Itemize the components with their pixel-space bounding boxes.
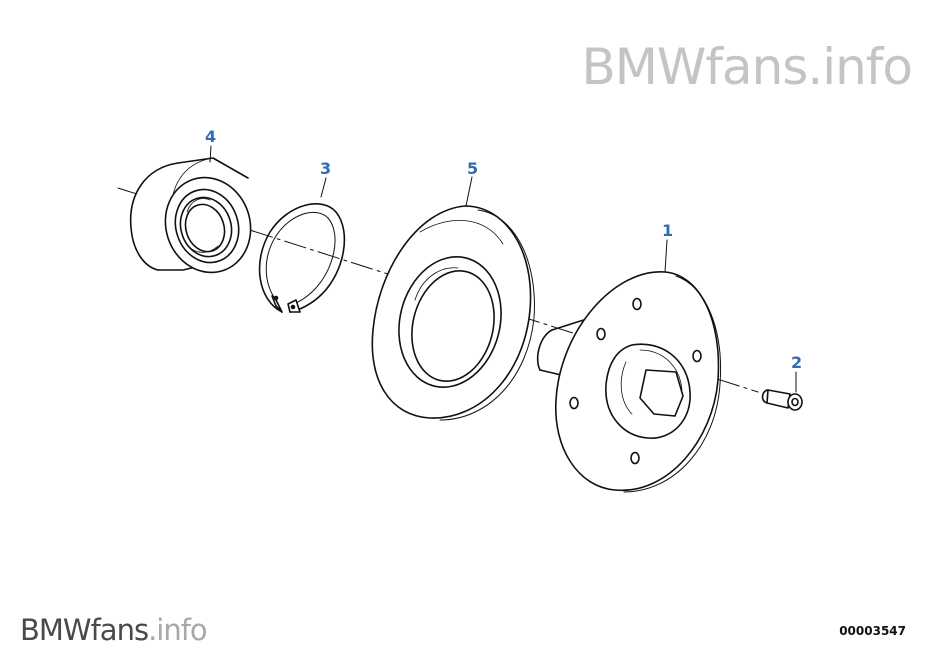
watermark-top-tld: .info [807, 38, 913, 96]
watermark-bottom-brand: BMWfans [20, 613, 149, 647]
part-4-bearing [129, 157, 252, 274]
watermark-bottom: BMWfans.info [20, 613, 208, 647]
watermark-bottom-tld: .info [148, 613, 208, 647]
callout-part-1: 1 [662, 221, 673, 240]
part-3-circlip [258, 203, 346, 313]
leader-line-1 [664, 239, 668, 273]
watermark-top: BMWfans.info [581, 38, 913, 96]
leader-line-3 [320, 177, 327, 198]
callout-part-4: 4 [205, 127, 216, 146]
leader-line-4 [209, 145, 212, 163]
part-2-bolt [761, 389, 803, 411]
watermark-top-brand: BMWfans [581, 38, 808, 96]
part-5-cover-plate [371, 205, 535, 421]
leader-line-5 [465, 176, 473, 207]
callout-part-2: 2 [791, 353, 802, 372]
diagram-reference-number: 00003547 [839, 624, 906, 638]
part-1-hub [536, 271, 722, 493]
callout-part-5: 5 [467, 159, 478, 178]
callout-part-3: 3 [320, 159, 331, 178]
